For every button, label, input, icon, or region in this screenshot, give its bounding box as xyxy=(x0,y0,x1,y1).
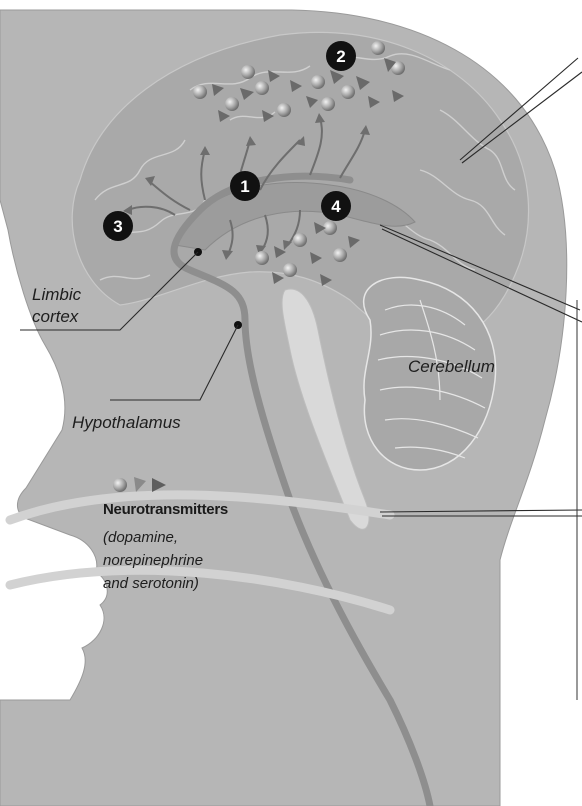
marker-4: 4 xyxy=(321,191,351,221)
neurotransmitters-line2: norepinephrine xyxy=(103,552,203,569)
neurotransmitters-line3: and serotonin) xyxy=(103,575,199,592)
marker-4-number: 4 xyxy=(331,197,341,216)
cerebellum-label: Cerebellum xyxy=(408,357,495,376)
limbic-label-line1: Limbic xyxy=(32,285,82,304)
marker-2: 2 xyxy=(326,41,356,71)
marker-1-number: 1 xyxy=(240,177,249,196)
marker-3-number: 3 xyxy=(113,217,122,236)
marker-1: 1 xyxy=(230,171,260,201)
neurotransmitters-line1: (dopamine, xyxy=(103,529,178,546)
marker-2-number: 2 xyxy=(336,47,345,66)
neurotransmitters-title: Neurotransmitters xyxy=(103,501,228,518)
marker-3: 3 xyxy=(103,211,133,241)
limbic-label-line2: cortex xyxy=(32,307,79,326)
hypothalamus-label: Hypothalamus xyxy=(72,413,181,432)
